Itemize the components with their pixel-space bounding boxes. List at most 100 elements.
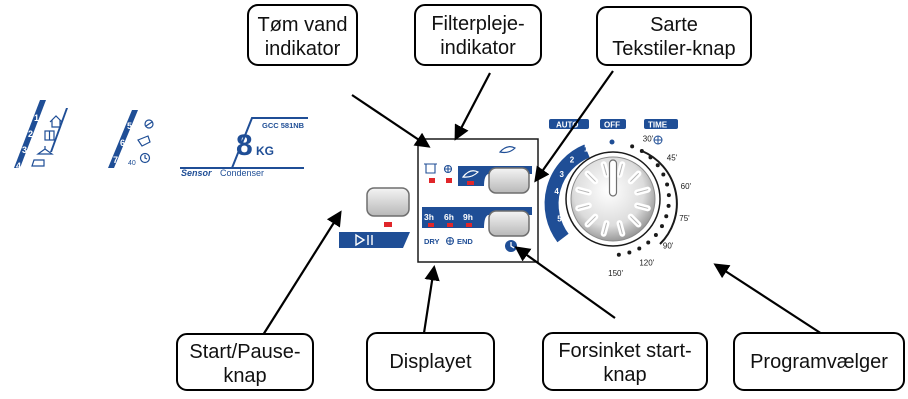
dial-program-number: 3 xyxy=(560,170,565,179)
filter-care-indicator xyxy=(446,178,452,183)
fan-icon xyxy=(446,237,454,245)
dial-dot xyxy=(655,163,660,168)
dial-time-mark: 120' xyxy=(639,259,654,268)
knob-grip-shadow xyxy=(577,204,590,209)
dial-dot xyxy=(665,182,670,187)
program-strip-left-divider xyxy=(50,108,68,152)
empty-water-icon xyxy=(424,163,437,174)
end-label: END xyxy=(457,237,473,246)
dial-dot xyxy=(666,193,671,198)
callout-box xyxy=(596,6,752,66)
wool-icon xyxy=(144,119,154,129)
dial-dot xyxy=(661,172,666,177)
shirt-icon xyxy=(137,135,151,147)
callout-box xyxy=(366,332,495,391)
arrow-empty-water xyxy=(351,94,431,148)
callout-text: knap xyxy=(603,364,646,386)
auto-label: AUTO xyxy=(556,121,579,130)
callout-delayed-start: Forsinket start- knap xyxy=(542,332,708,391)
callout-display: Displayet xyxy=(366,332,495,391)
callout-box xyxy=(247,4,358,66)
delicate-feather-icon xyxy=(461,170,480,178)
callout-program-selector: Programvælger xyxy=(733,332,905,391)
callout-text: Forsinket start- xyxy=(558,340,691,362)
dial-dot xyxy=(659,224,664,229)
callout-text: Programvælger xyxy=(750,351,888,373)
arrow-display xyxy=(422,264,440,334)
callout-delicate: Sarte Tekstiler-knap xyxy=(596,6,752,66)
model-number: GCC 581NB xyxy=(262,121,305,130)
dial-dot xyxy=(630,144,635,149)
delayed-start-button[interactable] xyxy=(488,210,530,237)
time-fan-icon xyxy=(653,135,663,145)
callout-box xyxy=(414,4,542,66)
start-pause-indicator xyxy=(384,222,392,227)
program-number: 2 xyxy=(28,129,33,139)
cupboard-icon xyxy=(44,130,55,141)
auto-tab xyxy=(549,119,589,129)
dial-dot xyxy=(639,148,644,153)
dial-time-mark: 90' xyxy=(663,241,674,250)
delay-9h-label: 9h xyxy=(463,212,473,222)
dial-time-mark: 150' xyxy=(608,269,623,278)
knob-grip-shadow xyxy=(636,204,649,209)
dial-time-mark: 45' xyxy=(667,154,678,163)
off-tab xyxy=(600,119,626,129)
capacity-unit: KG xyxy=(256,144,274,158)
off-label: OFF xyxy=(604,121,620,130)
dial-program-number: 1 xyxy=(584,145,589,154)
capacity-number: 8 xyxy=(236,129,253,162)
knob-grip-shadow xyxy=(603,163,608,176)
callout-filter-care: Filterpleje- indikator xyxy=(414,4,542,66)
dial-dot xyxy=(627,250,632,255)
dial-time-mark: 30' xyxy=(643,134,654,143)
dial-position-dots xyxy=(616,144,671,257)
delay-3h-label: 3h xyxy=(424,212,434,222)
arrow-program-selector xyxy=(713,263,823,335)
knob-grip-shadow xyxy=(587,216,596,225)
start-pause-label-plate xyxy=(339,232,410,248)
empty-water-indicator xyxy=(429,178,435,183)
knob-grip-shadow xyxy=(618,163,623,176)
start-pause-button[interactable] xyxy=(366,187,410,217)
knob-grip-shadow xyxy=(618,222,623,235)
dial-dot xyxy=(648,155,653,160)
program-number: 7 xyxy=(113,155,118,165)
dial-time-marks: 30'45'60'75'90'120'150' xyxy=(608,134,691,278)
dial-program-number: 5 xyxy=(557,214,562,223)
delicate-top-feather-icon xyxy=(498,146,517,154)
delicate-button[interactable] xyxy=(488,167,530,194)
dial-auto-arc xyxy=(544,144,590,243)
dial-program-number: 4 xyxy=(554,187,559,196)
program-number: 3 xyxy=(22,145,27,155)
filter-icon xyxy=(443,164,453,174)
play-pause-icon xyxy=(355,233,373,247)
callout-text: Start/Pause- xyxy=(189,341,300,363)
callout-text: Filterpleje- xyxy=(431,13,524,35)
series-sensor: Sensor xyxy=(181,168,212,178)
program-strip-left-edge xyxy=(14,100,46,168)
arrow-start-pause xyxy=(262,210,342,336)
program-temp-40: 40 xyxy=(128,160,136,167)
callout-box xyxy=(176,333,314,391)
dial-program-number: 7 xyxy=(582,244,587,253)
program-number: 1 xyxy=(34,113,39,123)
arrow-delicate xyxy=(534,70,614,183)
knob-pointer xyxy=(608,159,618,197)
knob-grip-shadow xyxy=(577,189,590,194)
delay-9h-indicator xyxy=(466,223,472,227)
time-tab xyxy=(644,119,678,129)
callout-empty-water: Tøm vand indikator xyxy=(247,4,358,66)
callout-text: indikator xyxy=(265,38,341,60)
delay-3h-indicator xyxy=(428,223,434,227)
callout-text: Tøm vand xyxy=(257,14,347,36)
callout-arrows xyxy=(262,70,823,336)
program-selector-knob[interactable] xyxy=(565,151,661,247)
callout-text: Displayet xyxy=(389,351,472,373)
delayed-start-clock-icon xyxy=(505,240,517,252)
callout-text: knap xyxy=(223,365,266,387)
dry-label: DRY xyxy=(424,237,440,246)
